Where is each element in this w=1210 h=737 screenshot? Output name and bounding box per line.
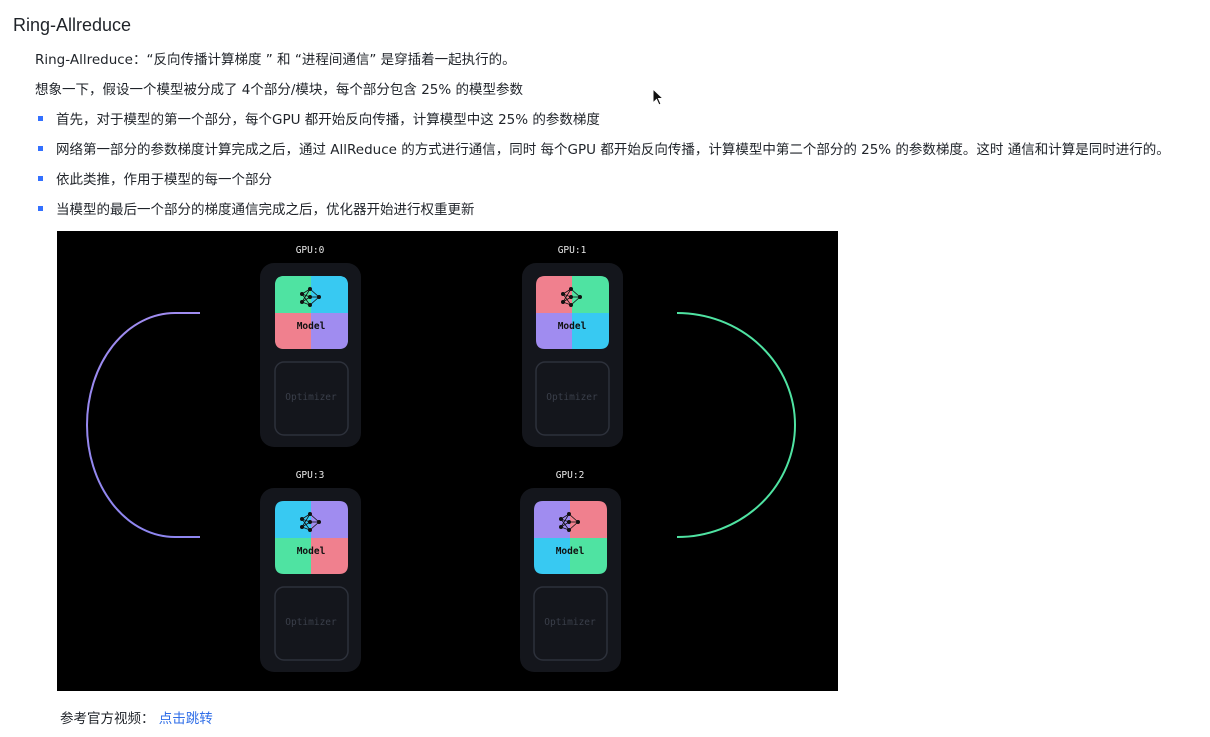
model-label: Model [558,321,587,332]
bullet-icon [38,145,43,151]
model-label: Model [297,321,326,332]
ring-allreduce-diagram: GPU:0 Model Optimizer GPU:1 [86,245,796,672]
list-item: 网络第一部分的参数梯度计算完成之后，通过 AllReduce 的方式进行通信，同… [38,138,1170,158]
ring-right-arc [676,312,796,538]
imagine-paragraph: 想象一下，假设一个模型被分成了 4个部分/模块，每个部分包含 25% 的模型参数 [35,82,524,98]
gpu-2-node: GPU:2 Model Optimizer [520,470,621,672]
gpu-label: GPU:1 [558,245,587,256]
optimizer-label: Optimizer [544,617,596,628]
neural-network-icon [299,511,321,532]
list-item-text: 首先，对于模型的第一个部分，每个GPU 都开始反向传播，计算模型中这 25% 的… [56,112,600,128]
neural-network-icon [560,287,583,308]
list-item-text: 网络第一部分的参数梯度计算完成之后，通过 AllReduce 的方式进行通信，同… [56,142,1170,158]
reference-label: 参考官方视频： [60,711,155,727]
list-item-text: 当模型的最后一个部分的梯度通信完成之后，优化器开始进行权重更新 [56,202,475,218]
list-item: 首先，对于模型的第一个部分，每个GPU 都开始反向传播，计算模型中这 25% 的… [38,108,600,128]
section-heading: Ring-Allreduce [13,15,132,35]
list-item: 当模型的最后一个部分的梯度通信完成之后，优化器开始进行权重更新 [38,198,475,218]
ring-allreduce-figure: GPU:0 Model Optimizer GPU:1 [57,231,838,691]
gpu-label: GPU:0 [296,245,325,256]
optimizer-label: Optimizer [285,617,337,628]
bullet-icon [38,115,43,121]
neural-network-icon [558,511,581,532]
bullet-icon [38,175,43,181]
reference-line: 参考官方视频： 点击跳转 [60,707,213,727]
list-item: 依此类推，作用于模型的每一个部分 [38,168,272,188]
ring-left-arc [86,312,200,538]
gpu-label: GPU:2 [556,470,585,481]
gpu-1-node: GPU:1 Model Optimizer [522,245,623,447]
bullet-icon [38,205,43,211]
gpu-3-node: GPU:3 Model Optimizer [260,470,361,672]
optimizer-label: Optimizer [285,392,337,403]
gpu-0-node: GPU:0 Model Optimizer [260,245,361,447]
video-link[interactable]: 点击跳转 [158,711,213,727]
mouse-cursor-icon [652,88,665,106]
model-label: Model [556,546,585,557]
optimizer-label: Optimizer [546,392,598,403]
model-label: Model [297,546,326,557]
intro-paragraph: Ring-Allreduce：“反向传播计算梯度 ” 和 “进程间通信” 是穿插… [35,52,516,68]
list-item-text: 依此类推，作用于模型的每一个部分 [56,172,272,188]
gpu-label: GPU:3 [296,470,325,481]
neural-network-icon [299,287,321,308]
